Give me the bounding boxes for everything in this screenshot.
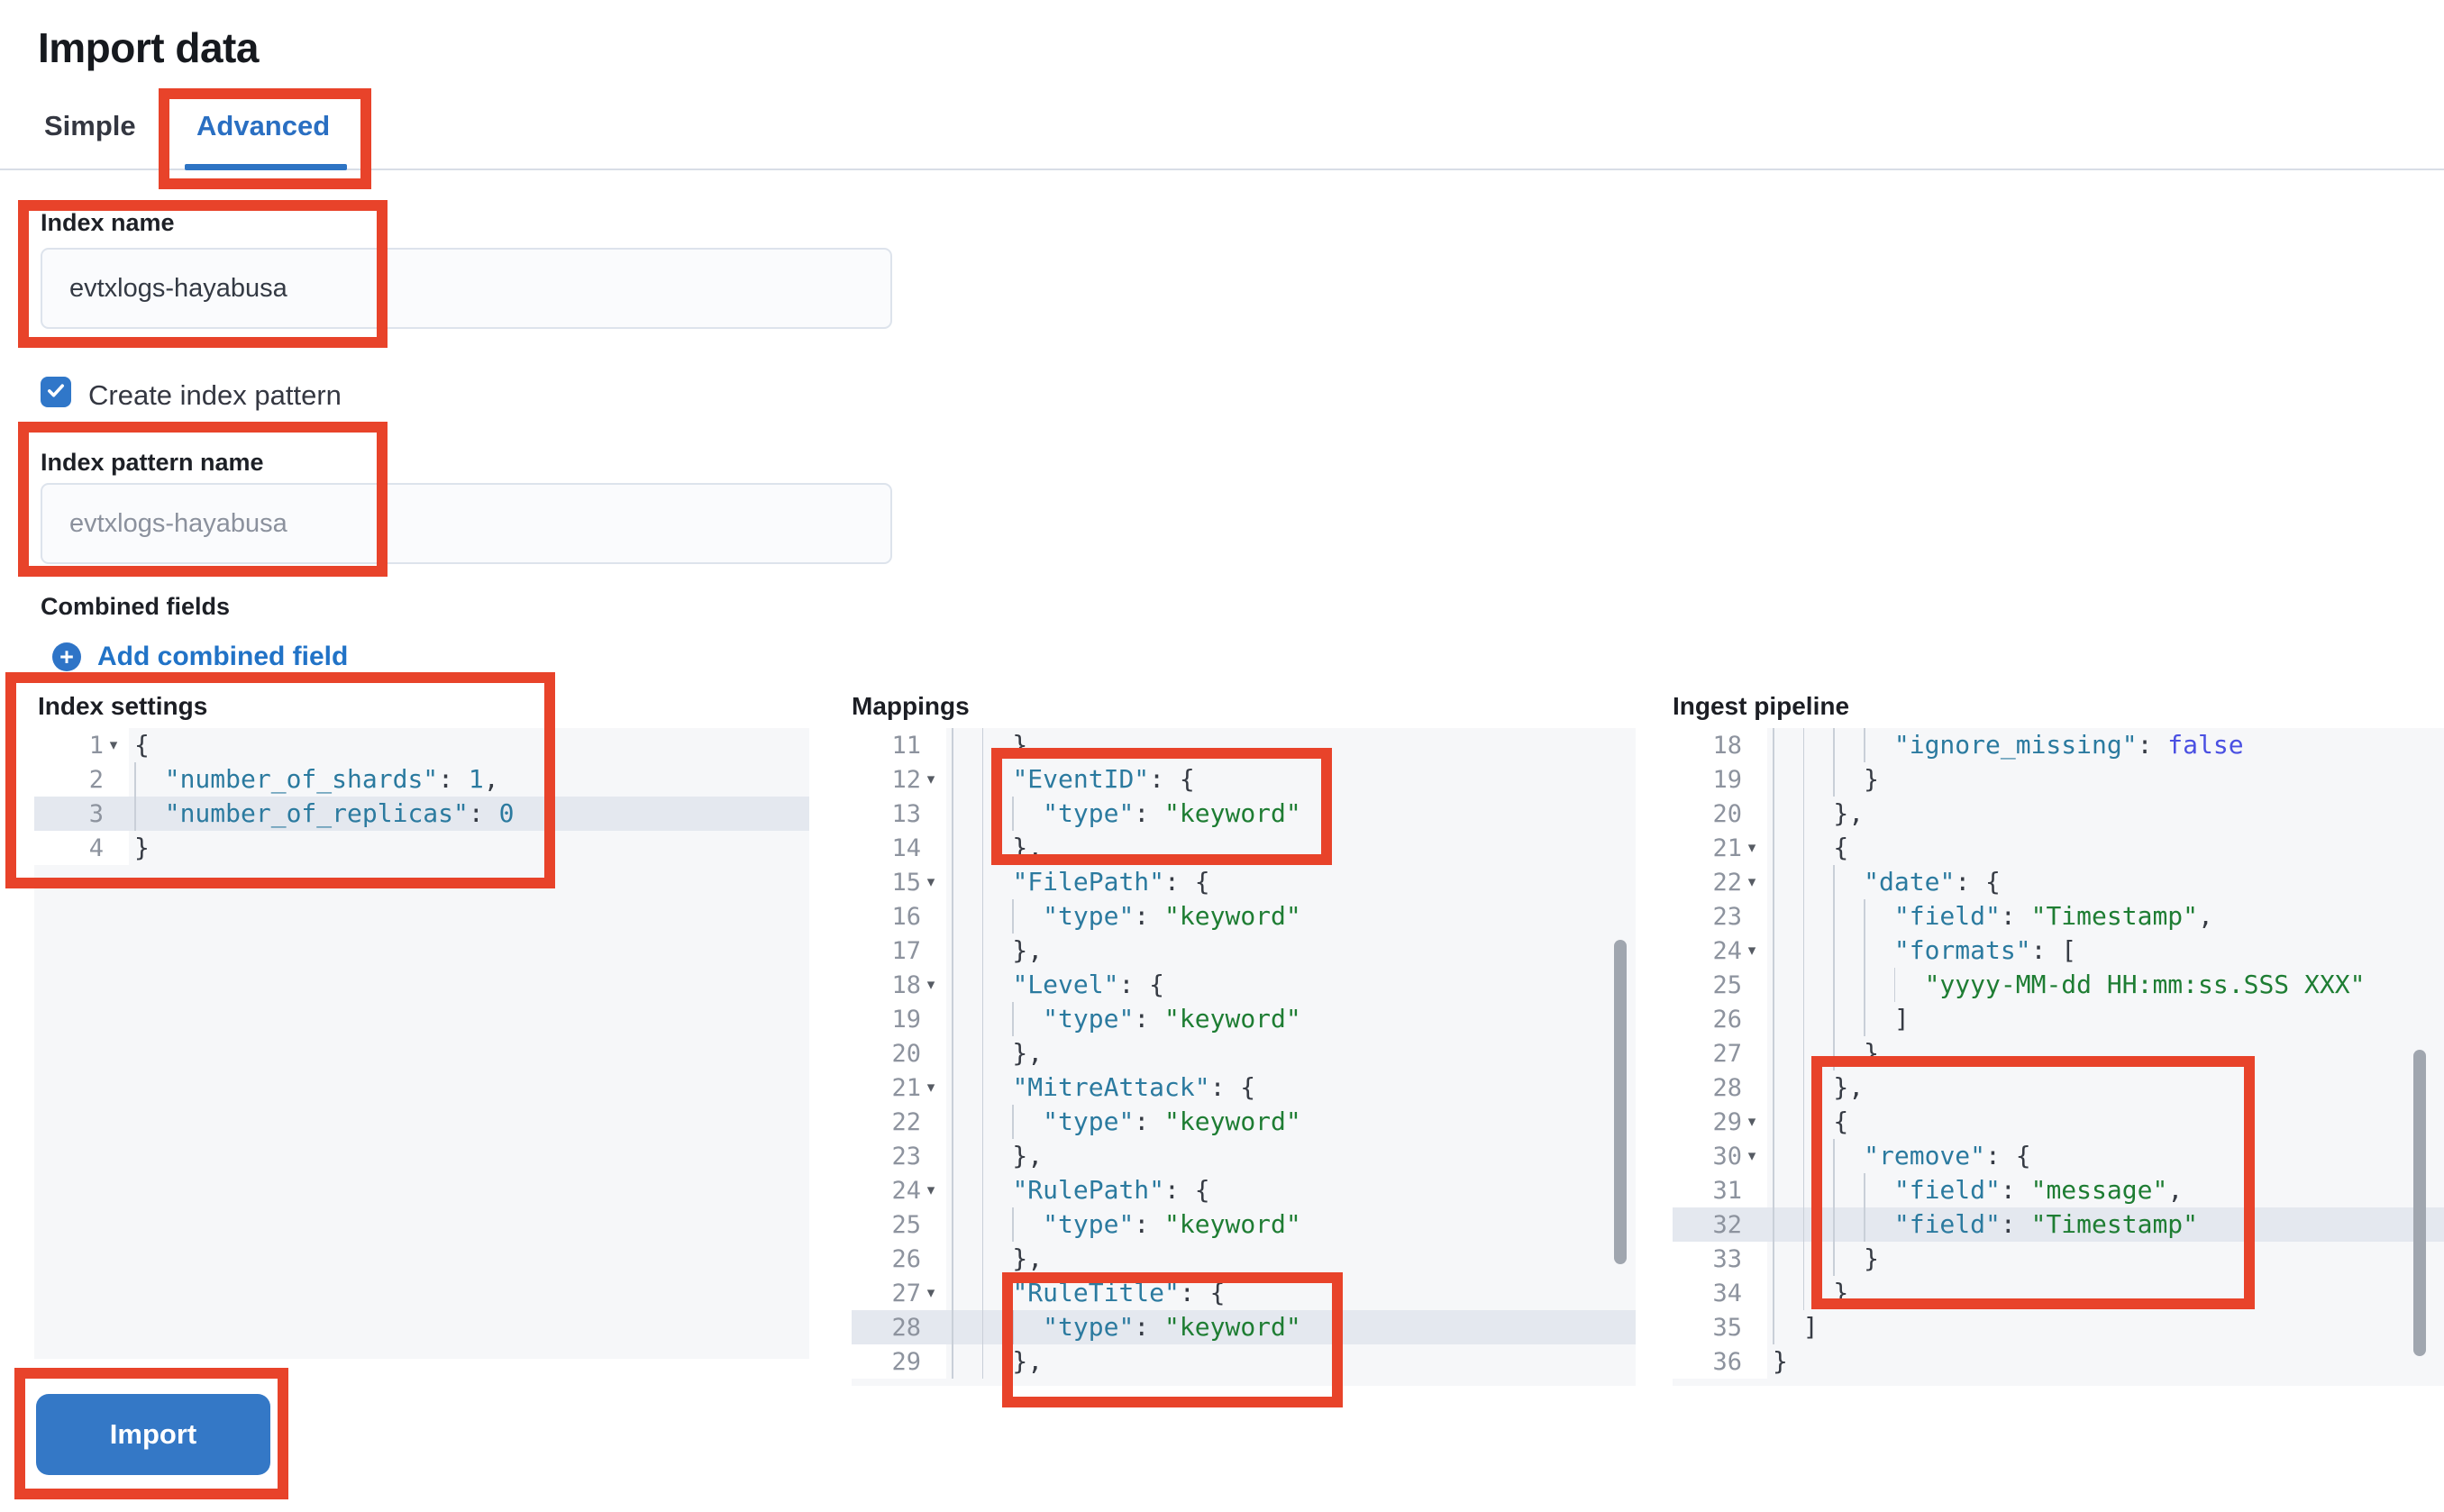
index-name-label: Index name (41, 209, 175, 236)
code-line: 11 }, (852, 728, 1636, 762)
code-line: 17 }, (852, 934, 1636, 968)
code-line: 2 "number_of_shards": 1, (34, 762, 809, 797)
code-line: 24▾ "RulePath": { (852, 1173, 1636, 1207)
code-line: 21▾ "MitreAttack": { (852, 1070, 1636, 1105)
index-name-input[interactable] (41, 248, 892, 329)
code-line: 27 } (1673, 1036, 2444, 1070)
code-line: 21▾ { (1673, 831, 2444, 865)
mappings-editor[interactable]: 11 },12▾ "EventID": {13 "type": "keyword… (852, 728, 1636, 1386)
add-combined-field-link[interactable]: + Add combined field (52, 642, 348, 672)
code-line: 12▾ "EventID": { (852, 762, 1636, 797)
code-line: 25 "yyyy-MM-dd HH:mm:ss.SSS XXX" (1673, 968, 2444, 1002)
code-line: 27▾ "RuleTitle": { (852, 1276, 1636, 1310)
create-index-pattern-label: Create index pattern (88, 379, 342, 411)
code-line: 31 "field": "message", (1673, 1173, 2444, 1207)
code-line: 19 } (1673, 762, 2444, 797)
code-line: 35 ] (1673, 1310, 2444, 1344)
page-title: Import data (38, 24, 259, 71)
code-line: 16 "type": "keyword" (852, 899, 1636, 934)
code-line: 14 }, (852, 831, 1636, 865)
code-line: 20 }, (852, 1036, 1636, 1070)
tab-simple[interactable]: Simple (44, 110, 136, 141)
code-line: 26 }, (852, 1242, 1636, 1276)
code-line: 29 }, (852, 1344, 1636, 1379)
index-settings-editor[interactable]: 1▾{2 "number_of_shards": 1,3 "number_of_… (34, 728, 809, 1359)
code-line: 22 "type": "keyword" (852, 1105, 1636, 1139)
code-line: 13 "type": "keyword" (852, 797, 1636, 831)
index-settings-label: Index settings (38, 692, 208, 720)
code-line: 4} (34, 831, 809, 865)
code-line: 23 }, (852, 1139, 1636, 1173)
ingest-pipeline-label: Ingest pipeline (1673, 692, 1850, 720)
create-index-pattern-checkbox[interactable] (41, 377, 71, 407)
code-line: 15▾ "FilePath": { (852, 865, 1636, 899)
code-line: 1▾{ (34, 728, 809, 762)
index-pattern-name-label: Index pattern name (41, 449, 264, 476)
code-line: 20 }, (1673, 797, 2444, 831)
plus-in-circle-icon: + (52, 642, 81, 671)
tab-advanced[interactable]: Advanced (196, 110, 331, 141)
import-button[interactable]: Import (36, 1394, 270, 1475)
code-line: 28 "type": "keyword" (852, 1310, 1636, 1344)
mappings-label: Mappings (852, 692, 970, 720)
tabs-divider (0, 169, 2444, 170)
mappings-scrollbar[interactable] (1614, 940, 1627, 1264)
code-line: 28 }, (1673, 1070, 2444, 1105)
index-pattern-name-input[interactable] (41, 483, 892, 564)
add-combined-field-label: Add combined field (97, 642, 349, 671)
code-line: 30▾ "remove": { (1673, 1139, 2444, 1173)
code-line: 18▾ "Level": { (852, 968, 1636, 1002)
checkmark-icon (45, 379, 67, 405)
code-line: 29▾ { (1673, 1105, 2444, 1139)
code-line: 24▾ "formats": [ (1673, 934, 2444, 968)
code-line: 3 "number_of_replicas": 0 (34, 797, 809, 831)
code-line: 25 "type": "keyword" (852, 1207, 1636, 1242)
code-line: 34 } (1673, 1276, 2444, 1310)
tab-advanced-underline (185, 164, 347, 170)
code-line: 33 } (1673, 1242, 2444, 1276)
code-line: 23 "field": "Timestamp", (1673, 899, 2444, 934)
ingest-pipeline-scrollbar[interactable] (2413, 1050, 2426, 1356)
code-line: 32 "field": "Timestamp" (1673, 1207, 2444, 1242)
combined-fields-label: Combined fields (41, 593, 231, 620)
code-line: 36} (1673, 1344, 2444, 1379)
code-line: 22▾ "date": { (1673, 865, 2444, 899)
code-line: 26 ] (1673, 1002, 2444, 1036)
code-line: 18 "ignore_missing": false (1673, 728, 2444, 762)
code-line: 19 "type": "keyword" (852, 1002, 1636, 1036)
